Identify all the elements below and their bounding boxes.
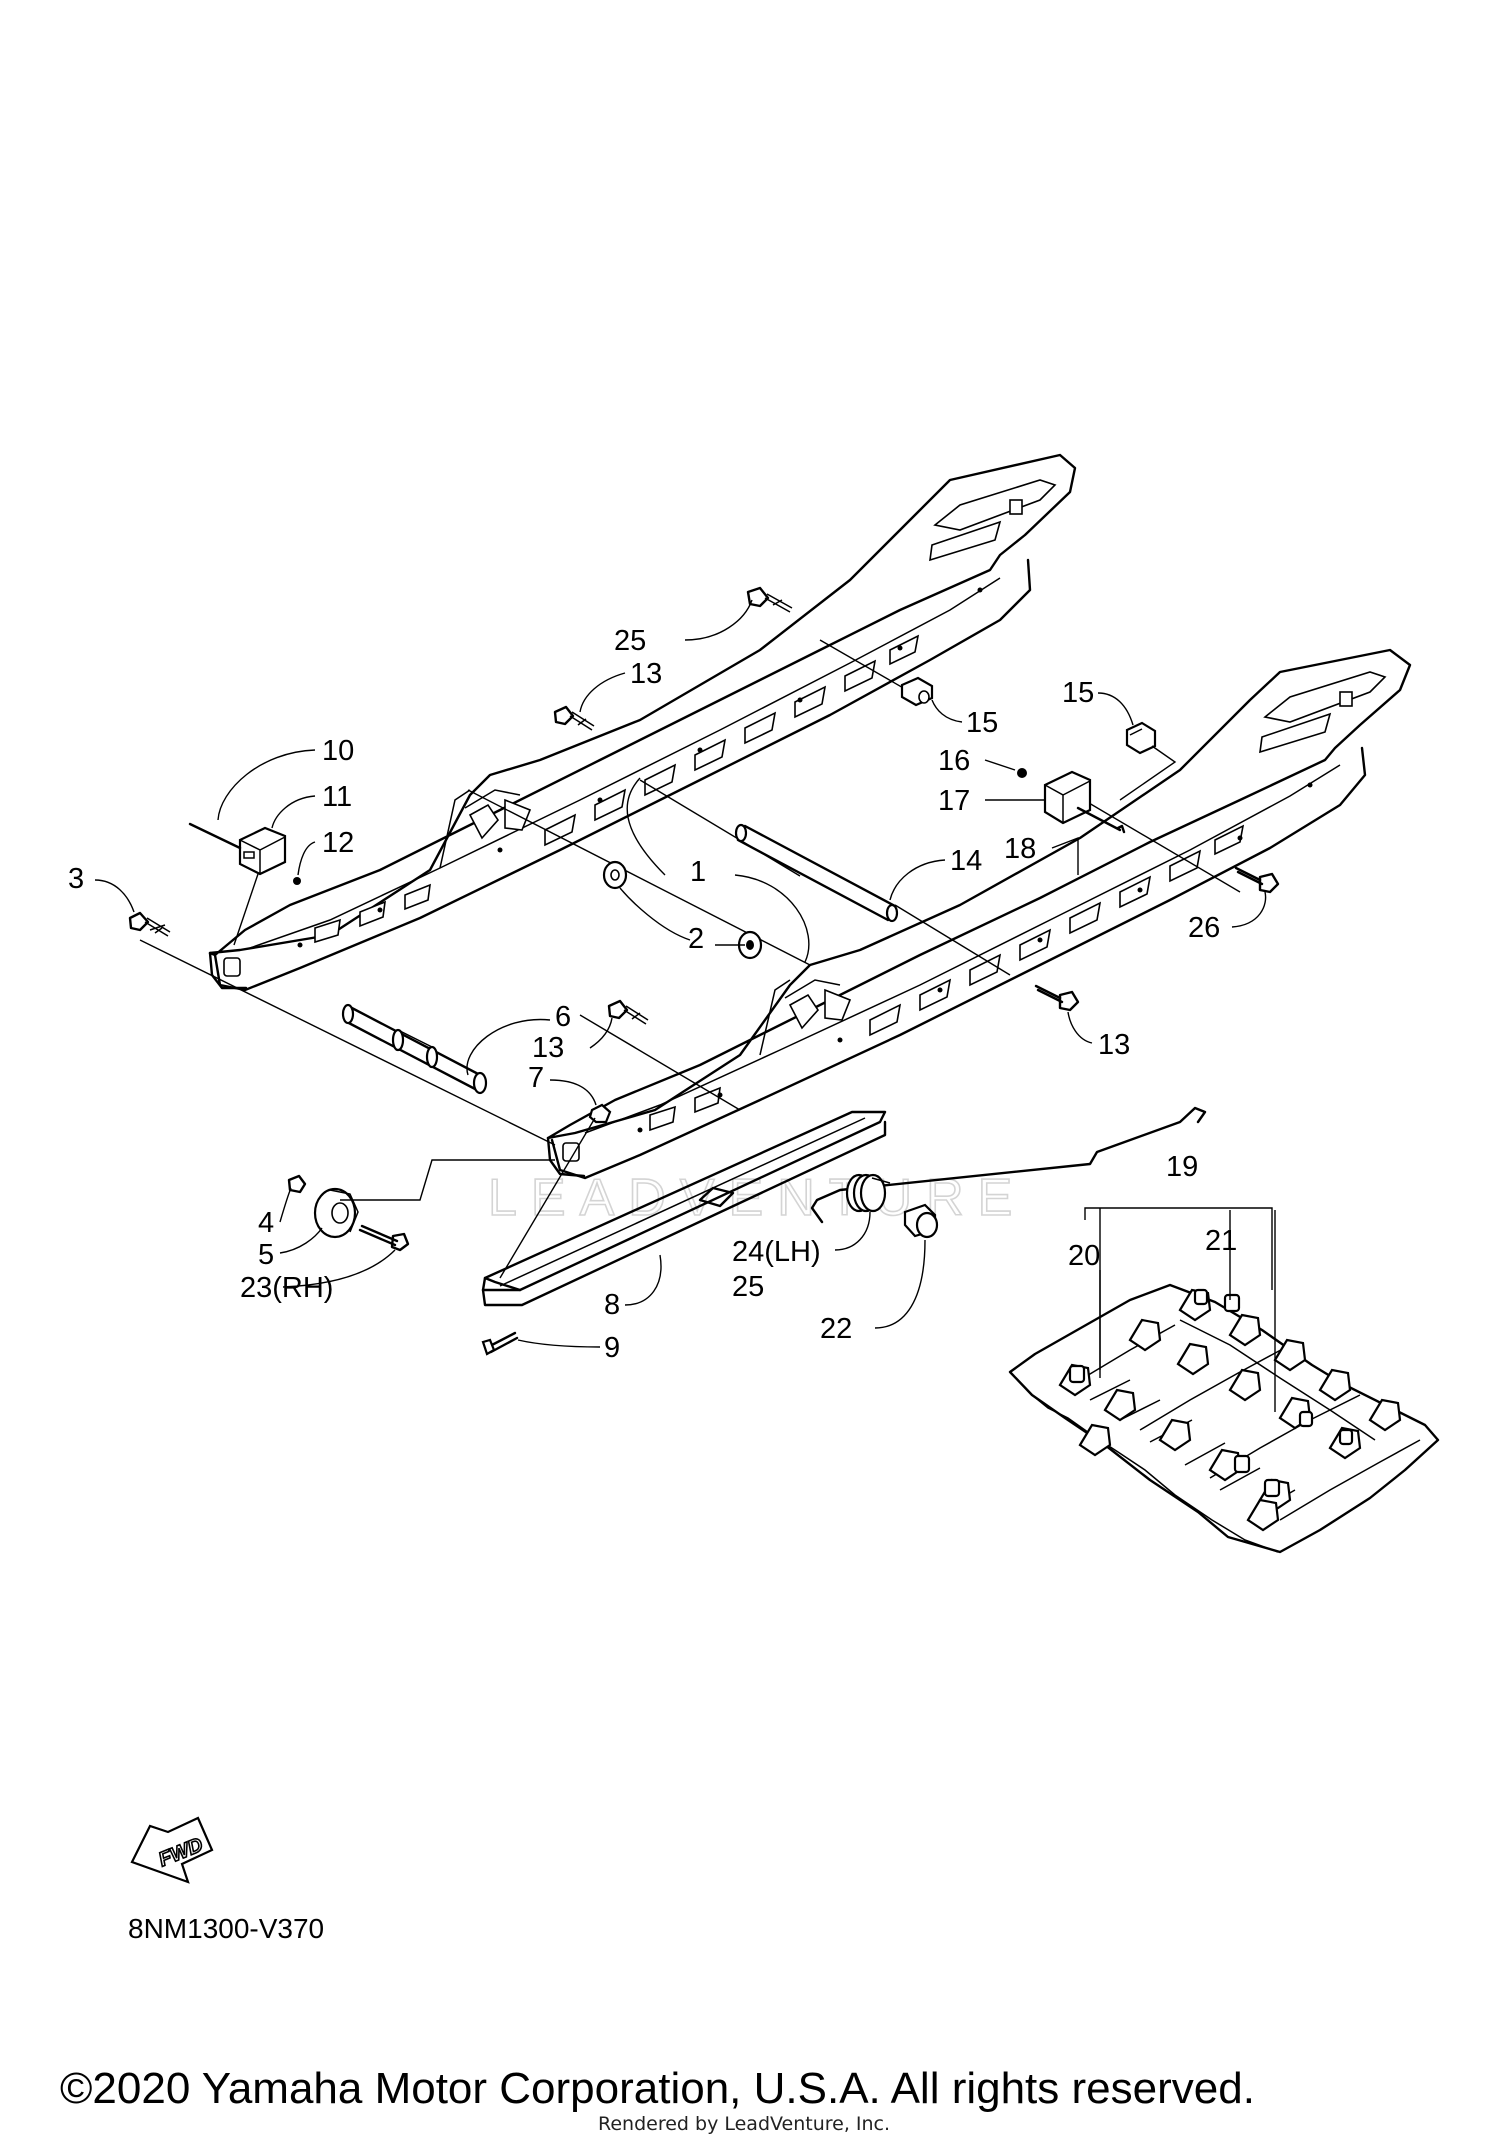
bolt-25-right — [1234, 866, 1280, 894]
callout-16: 16 — [938, 745, 970, 777]
callout-25-right: 26 — [1188, 912, 1220, 944]
callout-8: 8 — [604, 1289, 620, 1321]
callout-22: 22 — [820, 1313, 852, 1345]
callout-13-left: 13 — [630, 658, 662, 690]
callout-13-mid: 13 — [532, 1032, 564, 1064]
washer-2 — [602, 860, 628, 890]
callout-7: 7 — [528, 1062, 544, 1094]
callout-18: 18 — [1004, 833, 1036, 865]
torsion-spring-23-24 — [810, 1106, 1207, 1224]
leader-lines — [94, 599, 1276, 1412]
callout-11: 11 — [322, 781, 352, 813]
callout-19: 19 — [1166, 1151, 1198, 1183]
callout-17: 17 — [938, 785, 970, 817]
track-clip-20 — [1068, 1293, 1281, 1498]
front-axle-shaft-6 — [341, 1003, 488, 1095]
rear-cross-shaft-14 — [734, 823, 899, 923]
rail-rivet — [637, 782, 1313, 1133]
callout-26: 23(RH) — [240, 1272, 333, 1304]
bolt-3 — [128, 911, 171, 937]
track-clip-21 — [1193, 1288, 1354, 1446]
track-lug — [1058, 1288, 1402, 1532]
callout-labels: 1 2 3 4 5 6 7 8 9 10 11 12 13 13 13 14 1… — [68, 625, 1237, 1364]
bolt-25-left — [746, 586, 793, 613]
shoulder-bolt-22 — [903, 1203, 939, 1239]
stopper-11 — [188, 822, 301, 885]
callout-21: 21 — [1205, 1225, 1237, 1257]
bolt-13-right — [1034, 984, 1080, 1012]
forward-arrow-icon: FWD — [130, 1816, 214, 1884]
callout-23-rh: 24(LH) — [732, 1236, 821, 1268]
callout-12: 12 — [322, 827, 354, 859]
callout-1: 1 — [690, 856, 706, 888]
rail-rivet — [297, 587, 983, 948]
callout-14: 14 — [950, 845, 982, 877]
callout-15-right: 15 — [1062, 677, 1094, 709]
diagram-code: 8NM1300-V370 — [128, 1913, 325, 1944]
callout-9: 9 — [604, 1332, 620, 1364]
collar-15-left — [900, 676, 934, 707]
bolt-13-left — [553, 705, 595, 731]
watermark-text: LEADVENTURE — [488, 1169, 1026, 1227]
callout-3: 3 — [68, 863, 84, 895]
callout-6: 6 — [555, 1001, 571, 1033]
nut-7 — [588, 1103, 612, 1124]
idler-wheel-5 — [287, 1174, 410, 1252]
callout-25-left: 25 — [614, 625, 646, 657]
slider-8 — [481, 1110, 887, 1356]
track-19 — [1008, 1283, 1440, 1554]
collar-15-right — [1125, 721, 1157, 755]
callout-20: 20 — [1068, 1240, 1100, 1272]
callout-10: 10 — [322, 735, 354, 767]
callout-5: 5 — [258, 1239, 274, 1271]
callout-4: 4 — [258, 1207, 274, 1239]
right-slide-rail — [546, 648, 1412, 1180]
callout-24-lh: 25 — [732, 1271, 764, 1303]
callout-15-left: 15 — [966, 707, 998, 739]
copyright-notice: ©2020 Yamaha Motor Corporation, U.S.A. A… — [60, 2064, 1255, 2113]
callout-2: 2 — [688, 923, 704, 955]
stopper-17 — [1017, 768, 1126, 834]
bolt-13-mid — [607, 999, 649, 1025]
washer-2-right — [737, 930, 763, 960]
rendered-by-notice: Rendered by LeadVenture, Inc. — [598, 2113, 891, 2135]
callout-13-right: 13 — [1098, 1029, 1130, 1061]
